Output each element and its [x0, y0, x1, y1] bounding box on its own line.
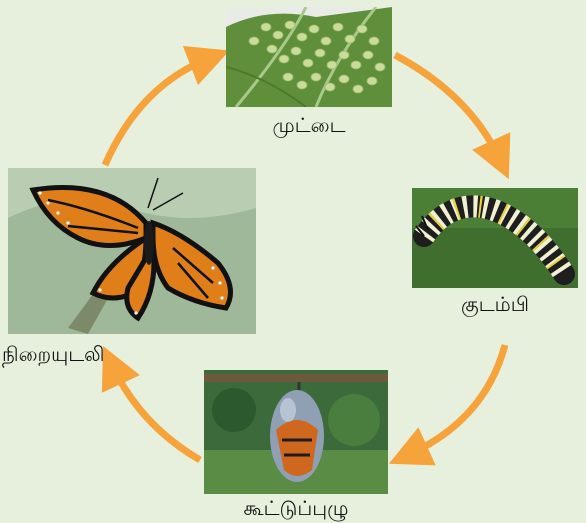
arrow-egg-to-larva: [395, 55, 500, 160]
stage-label-larva: குடம்பி: [412, 292, 578, 319]
chrysalis-photo: [204, 370, 388, 494]
eggs-on-leaf-photo: [226, 7, 392, 107]
arrow-pupa-to-adult: [112, 365, 200, 460]
arrow-larva-to-pupa: [408, 345, 505, 455]
stage-label-pupa: கூட்டுப்புழு: [204, 496, 388, 523]
arrow-adult-to-egg: [105, 58, 210, 165]
stage-label-adult: நிறையுடலி: [2, 342, 132, 369]
caterpillar-photo: [412, 188, 578, 288]
monarch-butterfly-photo: [8, 168, 256, 334]
stage-label-egg: முட்டை: [226, 113, 392, 140]
